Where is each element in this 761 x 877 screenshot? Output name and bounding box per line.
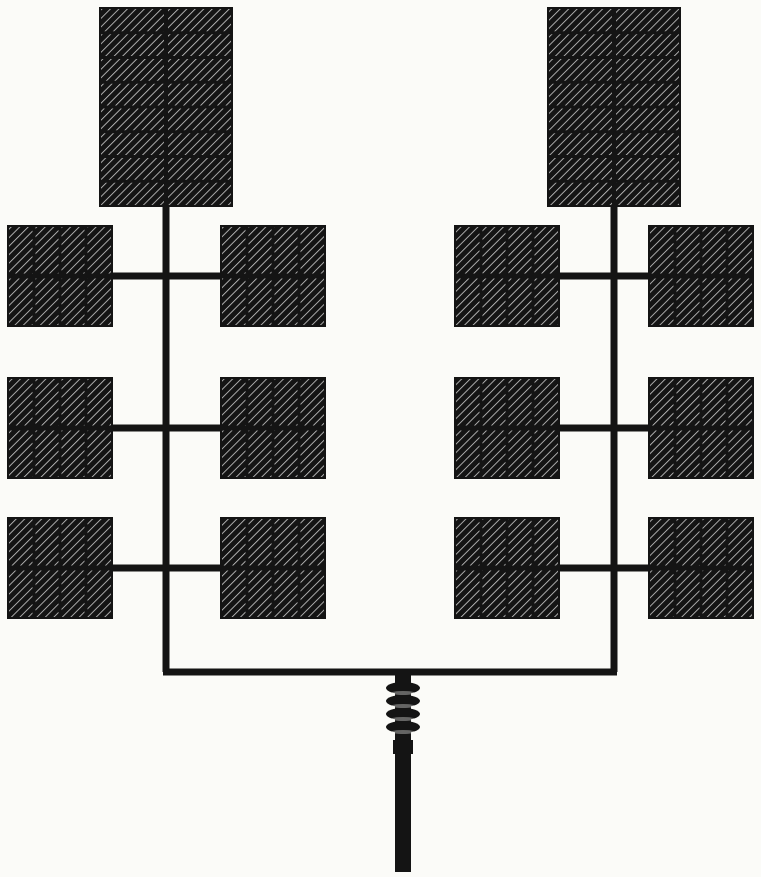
panel-right-3-left: [454, 517, 560, 619]
insulator-ring-gap: [391, 730, 415, 734]
feed-stem: [386, 672, 420, 872]
insulator-ring: [386, 695, 420, 707]
panel-right-3-right: [648, 517, 754, 619]
insulator-ring: [386, 708, 420, 720]
feed-lines: [109, 202, 671, 676]
insulator-ring: [386, 682, 420, 694]
panel-right-2-left: [454, 377, 560, 479]
panel-left-1-left: [7, 225, 113, 327]
insulator-ring-gap: [391, 717, 415, 721]
panel-right-1-left: [454, 225, 560, 327]
insulator-cap: [393, 740, 413, 754]
panels: [7, 7, 754, 619]
panel-right-1-right: [648, 225, 754, 327]
panel-right-2-right: [648, 377, 754, 479]
panel-left-2-left: [7, 377, 113, 479]
panel-left-2-right: [220, 377, 326, 479]
insulator-ring: [386, 721, 420, 733]
panel-left-3-left: [7, 517, 113, 619]
panel-left-3-right: [220, 517, 326, 619]
top-panel-left: [99, 7, 233, 207]
panel-left-1-right: [220, 225, 326, 327]
insulator-ring-gap: [391, 691, 415, 695]
insulator-ring-gap: [391, 704, 415, 708]
top-panel-right: [547, 7, 681, 207]
